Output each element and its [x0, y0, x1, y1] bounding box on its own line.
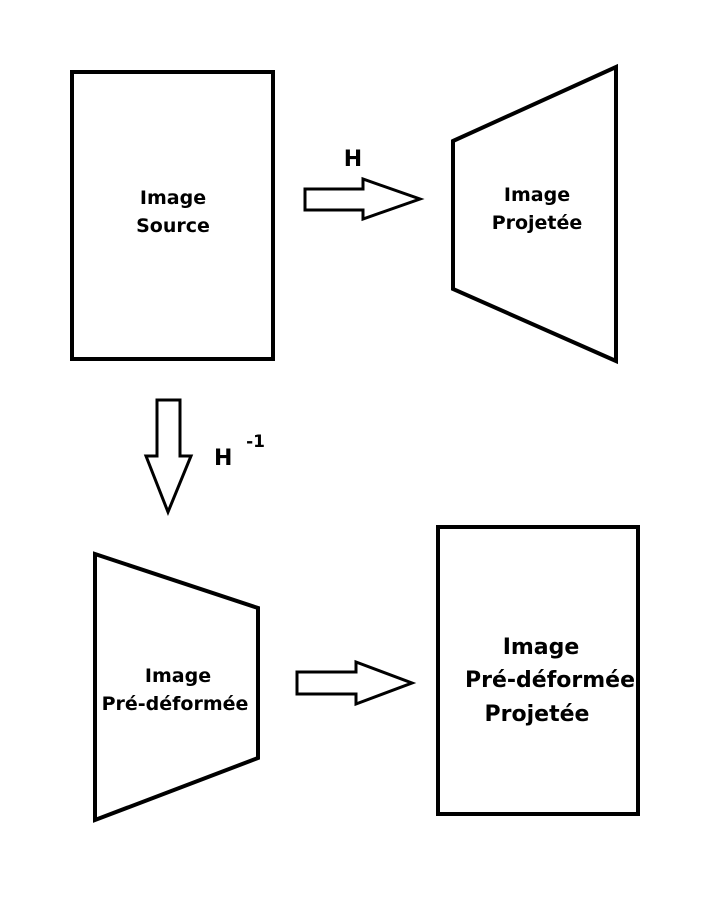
source-image-label-line1: Image: [140, 187, 206, 209]
transform-h-inverse-base: H: [214, 446, 232, 471]
predeformed-image-trapezoid: [93, 551, 260, 823]
projected-predeformed-label-line1: Image: [503, 635, 580, 660]
source-image-rect: [70, 70, 275, 361]
arrow-h-inverse-node: H -1: [143, 398, 265, 517]
predeformed-image-label-line2: Pré-déformée: [102, 693, 249, 715]
source-image-node: Image Source: [70, 70, 275, 361]
projected-image-node: Image Projetée: [451, 63, 618, 365]
projected-image-label-line2: Projetée: [492, 212, 583, 234]
arrow-projection-node: [295, 659, 417, 707]
right-arrow-icon: [303, 176, 425, 222]
predeformed-image-node: Image Pré-déformée: [93, 551, 260, 823]
projected-predeformed-image-rect: [436, 525, 640, 816]
projected-image-label-line1: Image: [504, 184, 570, 206]
projected-predeformed-image-node: Image Pré-déformée Projetée: [436, 525, 640, 816]
projected-image-trapezoid: [451, 63, 618, 365]
arrow-h-node: H: [303, 147, 425, 222]
transform-h-label: H: [344, 147, 362, 172]
projected-predeformed-label-line2: Pré-déformée: [465, 668, 635, 693]
projected-predeformed-label-line3: Projetée: [485, 702, 590, 727]
transform-h-inverse-exponent: -1: [246, 432, 265, 452]
predeformed-image-label-line1: Image: [145, 665, 211, 687]
transform-h-inverse-label: H -1: [214, 432, 265, 471]
source-image-label-line2: Source: [136, 215, 210, 237]
down-arrow-icon: [143, 398, 194, 517]
right-arrow-icon: [295, 659, 417, 707]
